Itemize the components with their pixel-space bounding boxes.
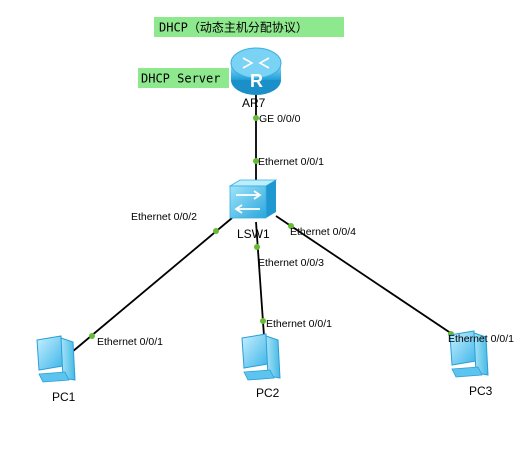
pc-icon[interactable]	[36, 335, 76, 383]
title-label: DHCP（动态主机分配协议）	[154, 17, 344, 37]
port-dot-switch-e002	[213, 228, 219, 234]
pc3-port-label: Ethernet 0/0/1	[448, 333, 514, 345]
pc1-name: PC1	[52, 390, 76, 404]
switch-side	[266, 180, 276, 218]
pc-icon[interactable]	[449, 330, 489, 378]
pc1-tower	[60, 337, 76, 381]
pc2-tower	[265, 335, 281, 379]
pc1-port-label: Ethernet 0/0/1	[97, 336, 163, 348]
port-dot-router-ge000	[253, 115, 259, 121]
pc2-screen	[241, 333, 269, 369]
pc3-name: PC3	[469, 384, 493, 398]
title-label-background	[154, 17, 344, 37]
switch-arrows	[234, 190, 262, 214]
title-text: DHCP（动态主机分配协议）	[159, 20, 308, 35]
switch-port-label-e002: Ethernet 0/0/2	[131, 211, 197, 223]
link-switch-pc1[interactable]	[71, 217, 233, 353]
pc2-port-label: Ethernet 0/0/1	[266, 318, 332, 330]
port-dot-switch-e003	[254, 244, 260, 250]
router-icon[interactable]: R	[230, 47, 282, 95]
router-port-label: GE 0/0/0	[259, 113, 301, 125]
pc1-keyboard	[38, 371, 70, 383]
switch-port-label-e003: Ethernet 0/0/3	[258, 257, 324, 269]
link-switch-pc2[interactable]	[255, 221, 265, 337]
port-dot-pc1-e001	[89, 333, 95, 339]
link-switch-pc3[interactable]	[275, 215, 471, 347]
dhcp-server-label-background	[138, 68, 229, 88]
port-dot-switch-e004	[288, 223, 294, 229]
router-arrows	[242, 57, 270, 69]
pc-icon[interactable]	[241, 333, 281, 381]
router-top	[230, 47, 282, 79]
pc2-name: PC2	[256, 386, 280, 400]
router-name: AR7	[242, 96, 266, 110]
switch-icon[interactable]	[228, 179, 278, 219]
pc1-screen	[36, 335, 64, 371]
pc3-tower	[473, 332, 489, 376]
dhcp-server-label: DHCP Server	[138, 68, 229, 88]
pc3-keyboard	[451, 366, 483, 378]
router-r-glyph: R	[250, 71, 263, 91]
port-dot-switch-e001	[253, 158, 259, 164]
switch-port-label-e004: Ethernet 0/0/4	[290, 226, 356, 238]
switch-port-label-e001: Ethernet 0/0/1	[258, 156, 324, 168]
pc2-keyboard	[243, 369, 275, 381]
switch-name: LSW1	[237, 227, 270, 241]
dhcp-server-text: DHCP Server	[141, 72, 220, 86]
switch-front	[229, 185, 267, 219]
port-dot-pc2-e001	[260, 318, 266, 324]
